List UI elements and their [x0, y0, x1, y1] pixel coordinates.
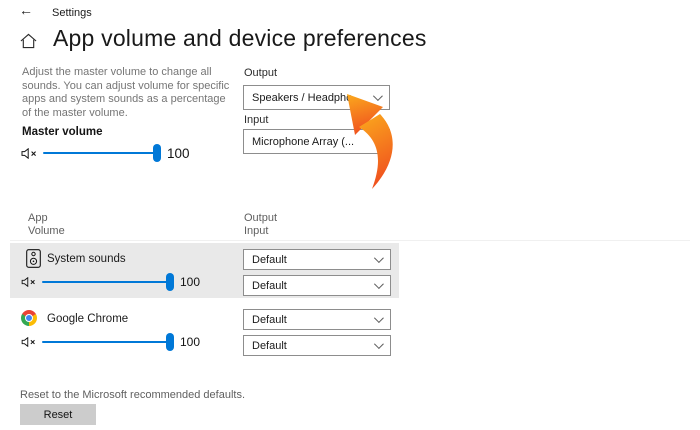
app-input-dropdown[interactable]: Default [243, 275, 391, 296]
output-device-dropdown[interactable]: Speakers / Headpho... [243, 85, 390, 110]
app-input-dropdown[interactable]: Default [243, 335, 391, 356]
app-volume-value: 100 [180, 275, 201, 289]
output-input-column-header: Output Input [244, 212, 278, 237]
input-device-dropdown[interactable]: Microphone Array (... [243, 129, 390, 154]
app-volume-slider-group: 100 [21, 271, 200, 293]
master-volume-value: 100 [167, 145, 190, 161]
google-chrome-icon [21, 310, 37, 326]
output-device-value: Speakers / Headpho... [252, 91, 362, 104]
output-device-label: Output [244, 67, 278, 79]
app-input-value: Default [252, 339, 287, 352]
mute-icon[interactable] [21, 337, 36, 347]
app-volume-slider[interactable] [42, 332, 174, 352]
app-output-value: Default [252, 253, 287, 266]
chevron-down-icon [373, 339, 384, 350]
reset-button[interactable]: Reset [20, 404, 96, 425]
master-volume-slider-group: 100 [21, 142, 190, 164]
window-title: Settings [52, 7, 92, 19]
chevron-down-icon [373, 253, 384, 264]
back-button[interactable]: ← [19, 2, 33, 18]
page-title: App volume and device preferences [53, 25, 427, 51]
chevron-down-icon [373, 313, 384, 324]
app-row-google-chrome: Google Chrome 100 Default Default [10, 303, 399, 358]
master-volume-slider-thumb[interactable] [153, 144, 161, 162]
app-name: Google Chrome [47, 313, 129, 325]
app-output-dropdown[interactable]: Default [243, 249, 391, 270]
app-input-value: Default [252, 279, 287, 292]
app-volume-value: 100 [180, 335, 201, 349]
app-volume-slider[interactable] [42, 272, 174, 292]
chevron-down-icon [372, 135, 383, 146]
app-name: System sounds [47, 253, 126, 265]
app-volume-slider-group: 100 [21, 331, 200, 353]
reset-description: Reset to the Microsoft recommended defau… [20, 389, 245, 401]
input-device-value: Microphone Array (... [252, 135, 355, 148]
app-output-value: Default [252, 313, 287, 326]
mute-icon[interactable] [21, 277, 36, 287]
app-volume-column-header: App Volume [28, 212, 65, 237]
chevron-down-icon [372, 91, 383, 102]
master-volume-description: Adjust the master volume to change all s… [22, 66, 230, 119]
app-output-dropdown[interactable]: Default [243, 309, 391, 330]
input-device-label: Input [244, 114, 269, 126]
home-icon [20, 33, 37, 49]
app-volume-slider-thumb[interactable] [166, 333, 174, 351]
app-row-system-sounds: System sounds 100 Default Default [10, 243, 399, 298]
app-volume-slider-thumb[interactable] [166, 273, 174, 291]
master-volume-slider[interactable] [43, 143, 161, 163]
system-sounds-icon [26, 249, 41, 273]
header-divider [10, 240, 690, 241]
master-volume-label: Master volume [22, 126, 103, 138]
chevron-down-icon [373, 279, 384, 290]
mute-icon[interactable] [21, 147, 37, 159]
